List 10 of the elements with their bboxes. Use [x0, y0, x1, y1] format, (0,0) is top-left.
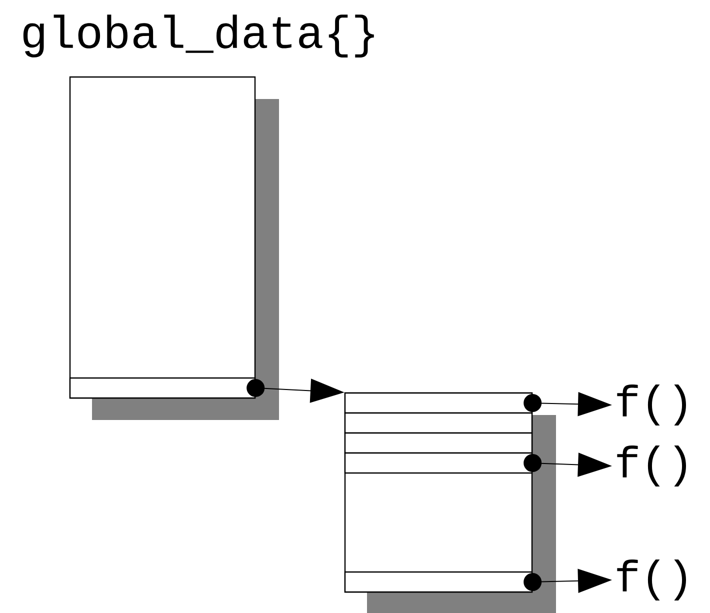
function-label: f() — [617, 384, 686, 426]
title: global_data{} — [23, 14, 374, 58]
record-row — [344, 392, 533, 414]
record-row — [344, 452, 533, 474]
record-row — [344, 432, 533, 454]
function-label: f() — [617, 445, 686, 486]
record-row — [344, 571, 533, 593]
function-label: f() — [617, 559, 686, 600]
record-row — [344, 412, 533, 434]
record-row — [69, 377, 256, 399]
